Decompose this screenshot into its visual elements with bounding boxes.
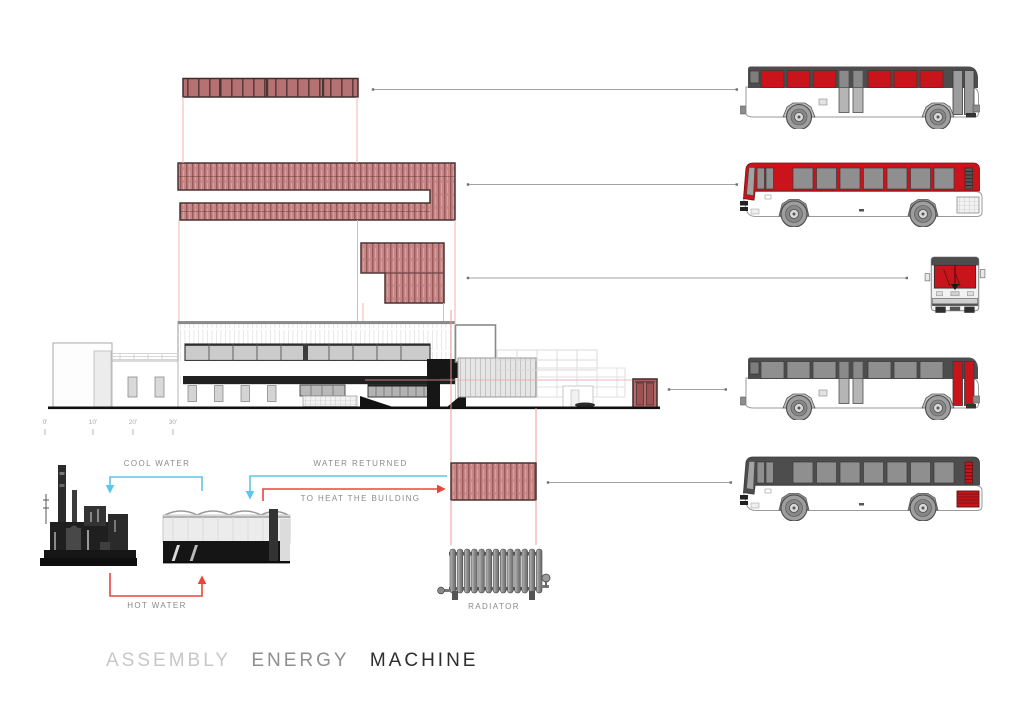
side-windows: [792, 461, 955, 484]
panel-mid-block: [360, 242, 445, 304]
bus-side-red-vents-icon: [740, 456, 983, 521]
reused-bus-door: [632, 378, 658, 409]
scale-label-0: 0': [42, 419, 48, 426]
ground-line: [48, 406, 660, 410]
hot-water-pipe: [109, 573, 207, 597]
panel-upper-band: [177, 162, 456, 221]
ribbon-windows: [184, 343, 431, 362]
rear-louver: [956, 196, 980, 214]
title-word-energy: ENERGY: [251, 650, 350, 671]
bus-side-red-front-door-icon: [740, 357, 980, 420]
highlighted-windows: [760, 70, 944, 88]
highlighted-top-vent: [964, 461, 973, 484]
side-windows: [792, 167, 955, 190]
scale-label-30: 30': [168, 419, 178, 426]
radiator-label: RADIATOR: [468, 602, 520, 611]
wheels: [782, 393, 955, 420]
left-tower: [52, 342, 179, 408]
water-returned-label: WATER RETURNED: [313, 459, 408, 468]
scale-label-20: 20': [128, 419, 138, 426]
wheels: [782, 102, 955, 129]
bus-front-red-windshield-icon: [924, 256, 986, 313]
mid-doors: [838, 361, 864, 404]
leader-radiator-wall: [546, 481, 732, 484]
rear-vent: [964, 167, 973, 190]
mid-doors: [838, 70, 864, 113]
bus-side-red-body-icon: [740, 162, 983, 227]
scale-bar-ticks: [44, 429, 174, 435]
title-word-assembly: ASSEMBLY: [106, 650, 232, 671]
wheels: [778, 199, 939, 227]
cool-water-label: COOL WATER: [123, 459, 191, 468]
cool-water-pipe: [105, 476, 203, 494]
leader-upper-band: [466, 183, 738, 186]
hot-water-label: HOT WATER: [127, 601, 187, 610]
radiator-photo: [437, 548, 551, 600]
panel-radiator-wall: [450, 462, 537, 501]
title-word-machine: MACHINE: [369, 650, 479, 671]
wheels: [778, 493, 939, 521]
lower-windows: [187, 384, 431, 407]
to-heat-pipe: [262, 484, 446, 501]
leader-window-strip: [371, 88, 738, 91]
page-title: ASSEMBLY ENERGY MACHINE: [106, 650, 490, 672]
to-heat-the-building-label: TO HEAT THE BUILDING: [300, 494, 421, 503]
bus-side-red-windows-icon: [740, 66, 980, 129]
cooling-tower-photo: [162, 509, 291, 564]
guide-lines: [178, 97, 632, 545]
side-windows: [760, 361, 944, 379]
flow-arrows: [105, 475, 447, 597]
leader-lines: [371, 88, 908, 484]
leader-door: [667, 388, 727, 391]
leader-mid-block: [466, 276, 908, 280]
scale-label-10: 10': [88, 419, 98, 426]
panel-window-strip: [182, 77, 359, 98]
right-annex: [454, 324, 626, 408]
power-plant-photo: [40, 465, 137, 566]
highlighted-rear-louver: [956, 490, 980, 508]
building-elevation: [48, 321, 660, 410]
water-returned-pipe: [245, 475, 447, 500]
